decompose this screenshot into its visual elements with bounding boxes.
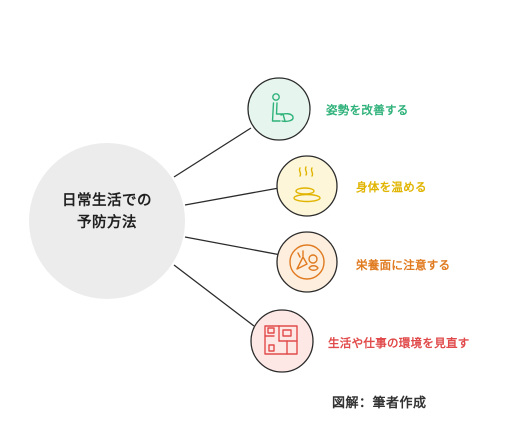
label-nutrition: 栄養面に注意する bbox=[356, 258, 451, 272]
center-hub bbox=[29, 143, 185, 299]
center-title: 日常生活での 予防方法 bbox=[32, 190, 182, 234]
center-title-line1: 日常生活での bbox=[62, 193, 152, 209]
label-warm-body: 身体を温める bbox=[356, 180, 427, 194]
connector-line-3 bbox=[184, 236, 282, 256]
node-warm-body bbox=[276, 155, 338, 217]
connector-line-1 bbox=[173, 127, 252, 178]
label-environment: 生活や仕事の環境を見直す bbox=[328, 336, 470, 350]
node-nutrition bbox=[276, 231, 338, 293]
floor-plan-icon bbox=[264, 325, 298, 355]
connector-line-4 bbox=[173, 264, 255, 327]
node-posture bbox=[247, 77, 311, 141]
label-posture: 姿勢を改善する bbox=[326, 103, 409, 117]
figure-caption: 図解：筆者作成 bbox=[332, 396, 427, 411]
connector-line-2 bbox=[184, 187, 280, 206]
person-sitting-icon bbox=[271, 93, 294, 123]
center-title-line2: 予防方法 bbox=[77, 215, 137, 231]
node-environment bbox=[250, 309, 314, 373]
vegetable-plate-icon bbox=[289, 244, 325, 280]
hot-stones-icon bbox=[293, 166, 321, 203]
